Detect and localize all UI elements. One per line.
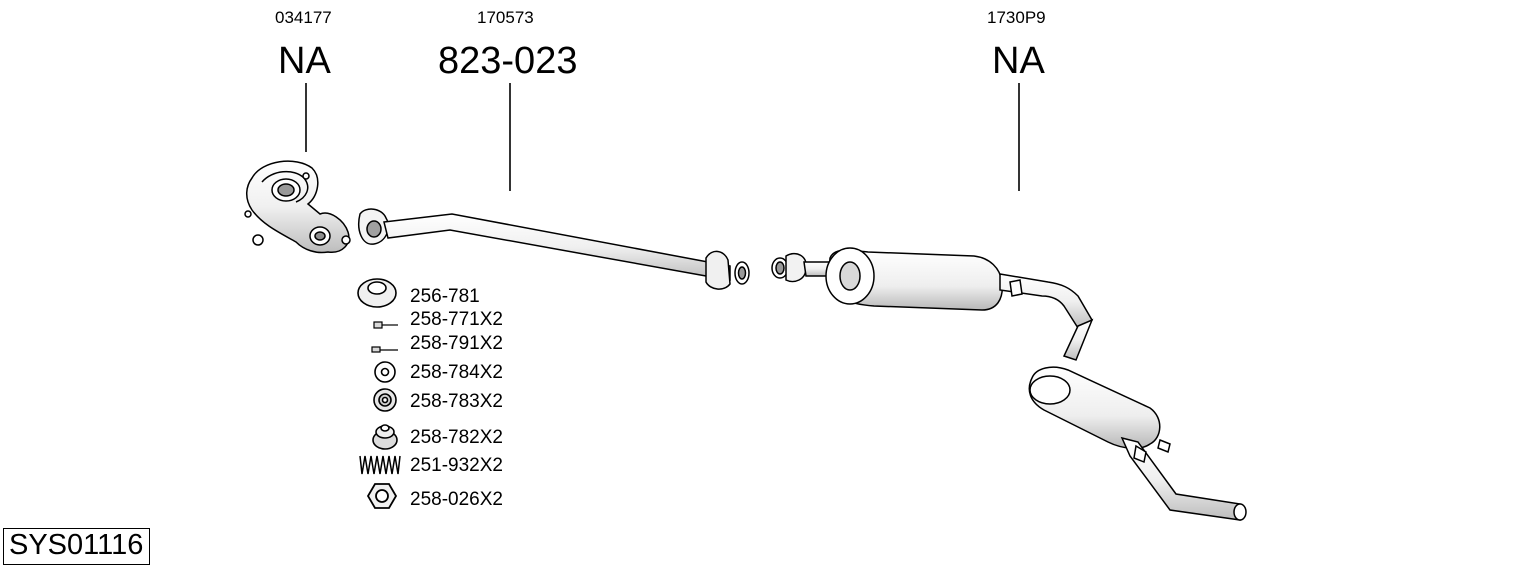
front-downpipe: [244, 160, 351, 254]
part-label-gasket: 256-781: [410, 286, 480, 307]
mid-part-number: 170573: [477, 8, 534, 27]
part-label-rubber-bush: 258-782X2: [410, 427, 503, 448]
hex-nut-icon: [366, 483, 398, 509]
rubber-bush-icon: [372, 424, 398, 450]
bolt-icon: [371, 346, 398, 353]
middle-pipe: [358, 208, 750, 290]
system-code-label: SYS01116: [3, 528, 151, 565]
rear-part-number: 1730P9: [987, 8, 1046, 27]
part-label-washer: 258-784X2: [410, 362, 503, 383]
rubber-mount-icon: [373, 388, 397, 412]
part-label-spring: 251-932X2: [410, 455, 503, 476]
rear-muffler: [1028, 366, 1247, 521]
rear-part-code: NA: [992, 40, 1045, 82]
washer-icon: [374, 361, 396, 383]
mid-part-code: 823-023: [438, 40, 578, 82]
bolt-icon: [373, 321, 398, 329]
part-label-bolt-1: 258-771X2: [410, 309, 503, 330]
part-label-bolt-2: 258-791X2: [410, 333, 503, 354]
spring-icon: [359, 455, 401, 475]
front-part-code: NA: [278, 40, 331, 82]
front-part-number: 034177: [275, 8, 332, 27]
gasket-ring-icon: [357, 278, 397, 308]
part-label-rubber-mount: 258-783X2: [410, 391, 503, 412]
front-muffler: [771, 247, 1094, 361]
part-label-hex-nut: 258-026X2: [410, 489, 503, 510]
